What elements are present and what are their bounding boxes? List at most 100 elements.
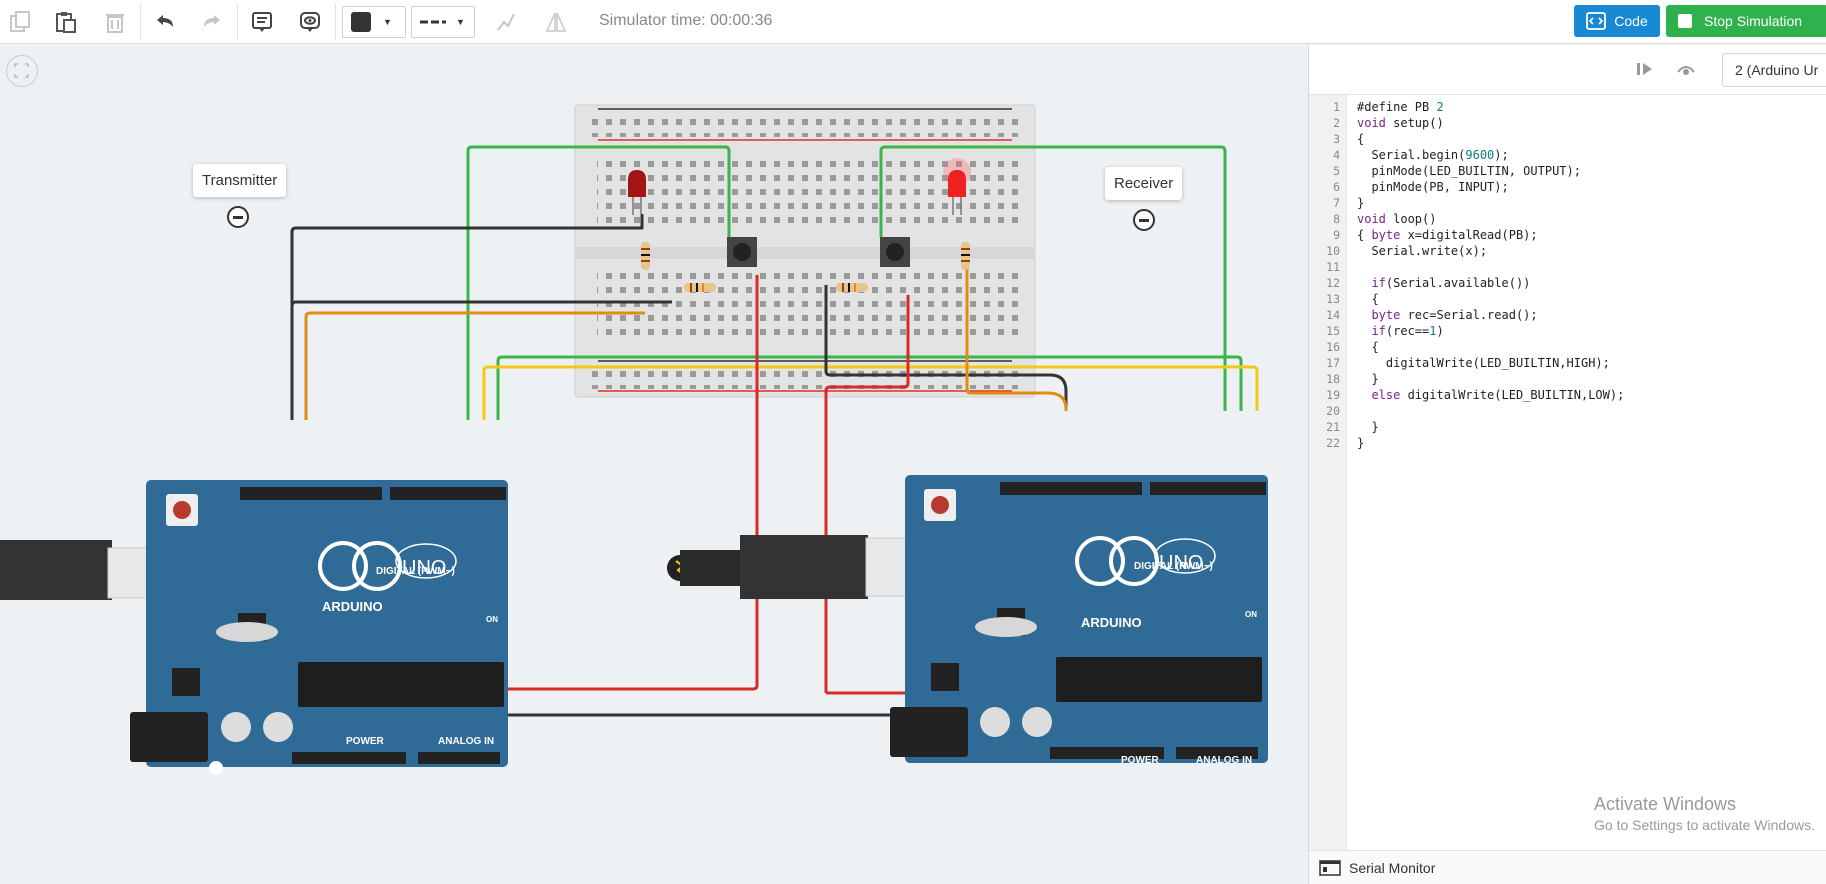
visibility-icon[interactable] <box>294 6 326 38</box>
led-left[interactable] <box>628 170 646 215</box>
code-panel-header: 2 (Arduino Ur <box>1309 45 1826 95</box>
code-line[interactable]: } <box>1357 420 1379 434</box>
flip-icon[interactable] <box>540 6 572 38</box>
breadboard[interactable] <box>574 104 1036 398</box>
step-icon[interactable] <box>1635 59 1655 84</box>
watermark-title: Activate Windows <box>1594 794 1737 814</box>
serial-monitor-bar[interactable]: Serial Monitor <box>1309 850 1826 884</box>
code-button[interactable]: Code <box>1574 5 1660 37</box>
code-line[interactable]: { <box>1357 292 1379 306</box>
led-right[interactable] <box>943 158 971 215</box>
transmitter-collapse-icon[interactable] <box>227 206 249 228</box>
line-style-picker[interactable]: ▼ <box>411 6 475 38</box>
code-line[interactable]: if(Serial.available()) <box>1371 276 1531 290</box>
code-line[interactable]: } <box>1357 196 1365 210</box>
code-line[interactable]: #define PB 2 <box>1357 100 1444 114</box>
serial-monitor-icon <box>1319 859 1341 876</box>
code-line[interactable]: digitalWrite(LED_BUILTIN,HIGH); <box>1357 356 1610 370</box>
line-number: 16 <box>1326 340 1340 354</box>
pushbutton-right[interactable] <box>880 237 910 267</box>
zoom-to-fit-button[interactable] <box>6 55 38 87</box>
code-line[interactable]: void setup() <box>1357 116 1444 130</box>
breadboard-channel <box>575 247 1035 259</box>
usb-cable-left[interactable] <box>0 540 201 600</box>
arduino-right[interactable] <box>890 475 1268 763</box>
breadboard-top-rail <box>585 111 1025 137</box>
line-number: 11 <box>1326 260 1340 274</box>
color-picker[interactable]: ▼ <box>342 6 406 38</box>
line-number: 5 <box>1333 164 1340 178</box>
line-number: 22 <box>1326 436 1340 450</box>
line-number: 9 <box>1333 228 1340 242</box>
line-number: 10 <box>1326 244 1340 258</box>
copy-icon[interactable] <box>4 6 36 38</box>
chevron-down-icon: ▼ <box>383 17 392 27</box>
receiver-collapse-icon[interactable] <box>1133 209 1155 231</box>
note-icon[interactable] <box>246 6 278 38</box>
code-button-label: Code <box>1614 13 1648 29</box>
paste-icon[interactable] <box>50 6 82 38</box>
board-right-power-label: POWER <box>1121 755 1160 766</box>
arduino-left[interactable] <box>130 480 508 775</box>
line-number: 19 <box>1326 388 1340 402</box>
windows-activation-watermark: Activate Windows Go to Settings to activ… <box>1594 794 1815 833</box>
board-left-model: UNO <box>402 557 446 579</box>
serial-monitor-label: Serial Monitor <box>1349 859 1436 876</box>
code-line[interactable]: } <box>1357 436 1365 450</box>
board-left-brand: ARDUINO <box>322 599 383 614</box>
board-right-digital-label: DIGITAL (PWM~) <box>1134 561 1213 572</box>
code-line[interactable]: { <box>1357 340 1379 354</box>
resistor-1[interactable] <box>641 242 650 270</box>
code-line[interactable]: } <box>1357 372 1379 386</box>
resistor-2[interactable] <box>684 283 716 292</box>
delete-icon[interactable] <box>99 6 131 38</box>
board-left-analog-label: ANALOG IN <box>438 736 494 747</box>
color-swatch-icon <box>351 12 371 32</box>
code-line[interactable]: Serial.write(x); <box>1357 244 1488 258</box>
circuit-canvas[interactable]: ARDUINO UNO DIGITAL (PWM~) POWER ANALOG … <box>0 45 1308 884</box>
stop-simulation-button[interactable]: Stop Simulation <box>1666 5 1826 37</box>
board-select[interactable]: 2 (Arduino Ur <box>1722 53 1826 87</box>
code-line[interactable]: pinMode(LED_BUILTIN, OUTPUT); <box>1357 164 1581 178</box>
debug-icon[interactable] <box>1675 59 1697 84</box>
resistor-4[interactable] <box>961 242 970 270</box>
line-number: 15 <box>1326 324 1340 338</box>
resistor-3[interactable] <box>836 283 868 292</box>
line-number: 17 <box>1326 356 1340 370</box>
board-right-model: UNO <box>1159 552 1203 574</box>
line-number: 8 <box>1333 212 1340 226</box>
board-right-brand: ARDUINO <box>1081 615 1142 630</box>
line-number: 21 <box>1326 420 1340 434</box>
code-line[interactable]: if(rec==1) <box>1371 324 1444 338</box>
toolbar-separator <box>237 4 238 40</box>
line-number: 6 <box>1333 180 1340 194</box>
pushbutton-left[interactable] <box>727 237 757 267</box>
receiver-label-text: Receiver <box>1114 175 1174 192</box>
receiver-label[interactable]: Receiver <box>1105 167 1183 200</box>
toolbar-separator <box>335 4 336 40</box>
code-line[interactable]: void loop() <box>1357 212 1437 226</box>
code-line[interactable]: { <box>1357 132 1365 146</box>
undo-icon[interactable] <box>149 6 181 38</box>
code-line[interactable]: { byte x=digitalRead(PB); <box>1357 228 1538 242</box>
line-number: 4 <box>1333 148 1340 162</box>
board-left-power-label: POWER <box>346 736 385 747</box>
line-style-icon <box>420 20 446 24</box>
line-number: 13 <box>1326 292 1340 306</box>
code-line[interactable]: Serial.begin(9600); <box>1357 148 1509 162</box>
code-icon <box>1586 12 1607 30</box>
watermark-subtitle: Go to Settings to activate Windows. <box>1594 817 1815 833</box>
toolbar: ▼ ▼ Simulator time: 00:00:36 Code Stop S… <box>0 0 1826 44</box>
board-right-analog-label: ANALOG IN <box>1196 755 1252 766</box>
code-line[interactable]: else digitalWrite(LED_BUILTIN,LOW); <box>1371 388 1625 402</box>
transmitter-label[interactable]: Transmitter <box>193 164 287 197</box>
transmitter-label-text: Transmitter <box>202 172 278 189</box>
line-number: 18 <box>1326 372 1340 386</box>
line-number: 3 <box>1333 132 1340 146</box>
board-right-on-label: ON <box>1245 610 1257 619</box>
code-line[interactable]: byte rec=Serial.read(); <box>1371 308 1538 322</box>
redo-icon[interactable] <box>196 6 228 38</box>
align-icon[interactable] <box>490 6 522 38</box>
code-line[interactable]: pinMode(PB, INPUT); <box>1357 180 1509 194</box>
